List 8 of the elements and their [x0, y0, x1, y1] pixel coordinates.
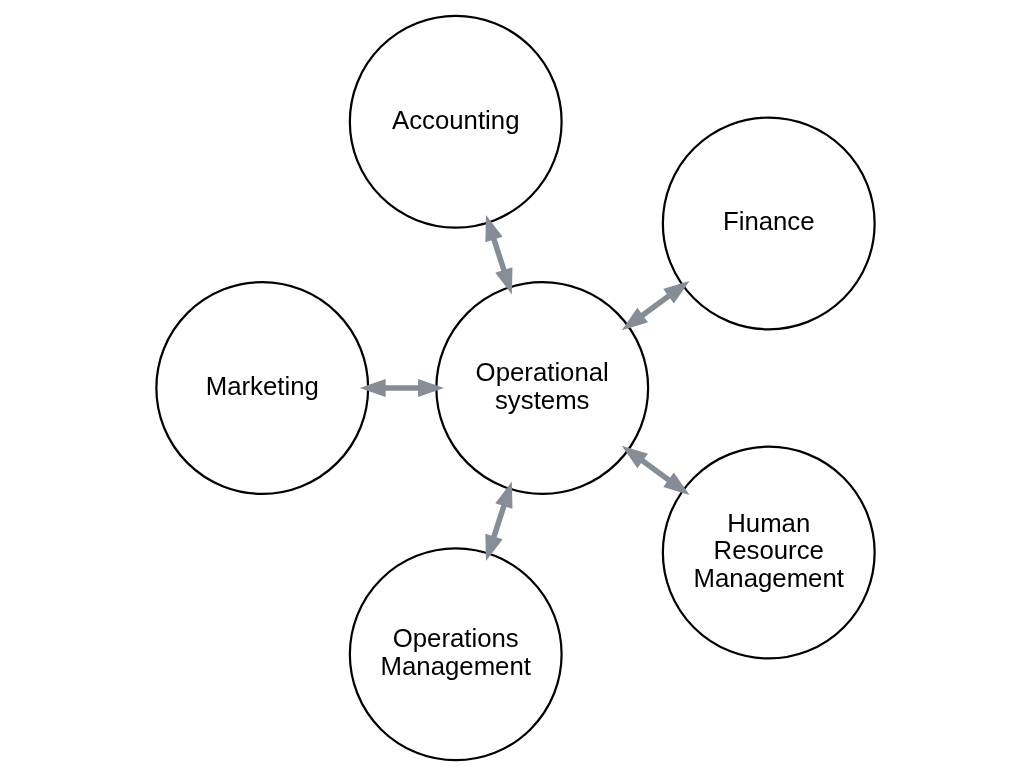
node-circle: Marketing — [154, 281, 369, 495]
arrow — [484, 481, 512, 562]
arrow — [621, 445, 689, 495]
arrow — [621, 281, 689, 331]
arrow — [484, 214, 512, 295]
arrow — [359, 378, 444, 398]
node-circle: Operations Management — [348, 547, 563, 762]
node-circle: Accounting — [348, 14, 563, 229]
